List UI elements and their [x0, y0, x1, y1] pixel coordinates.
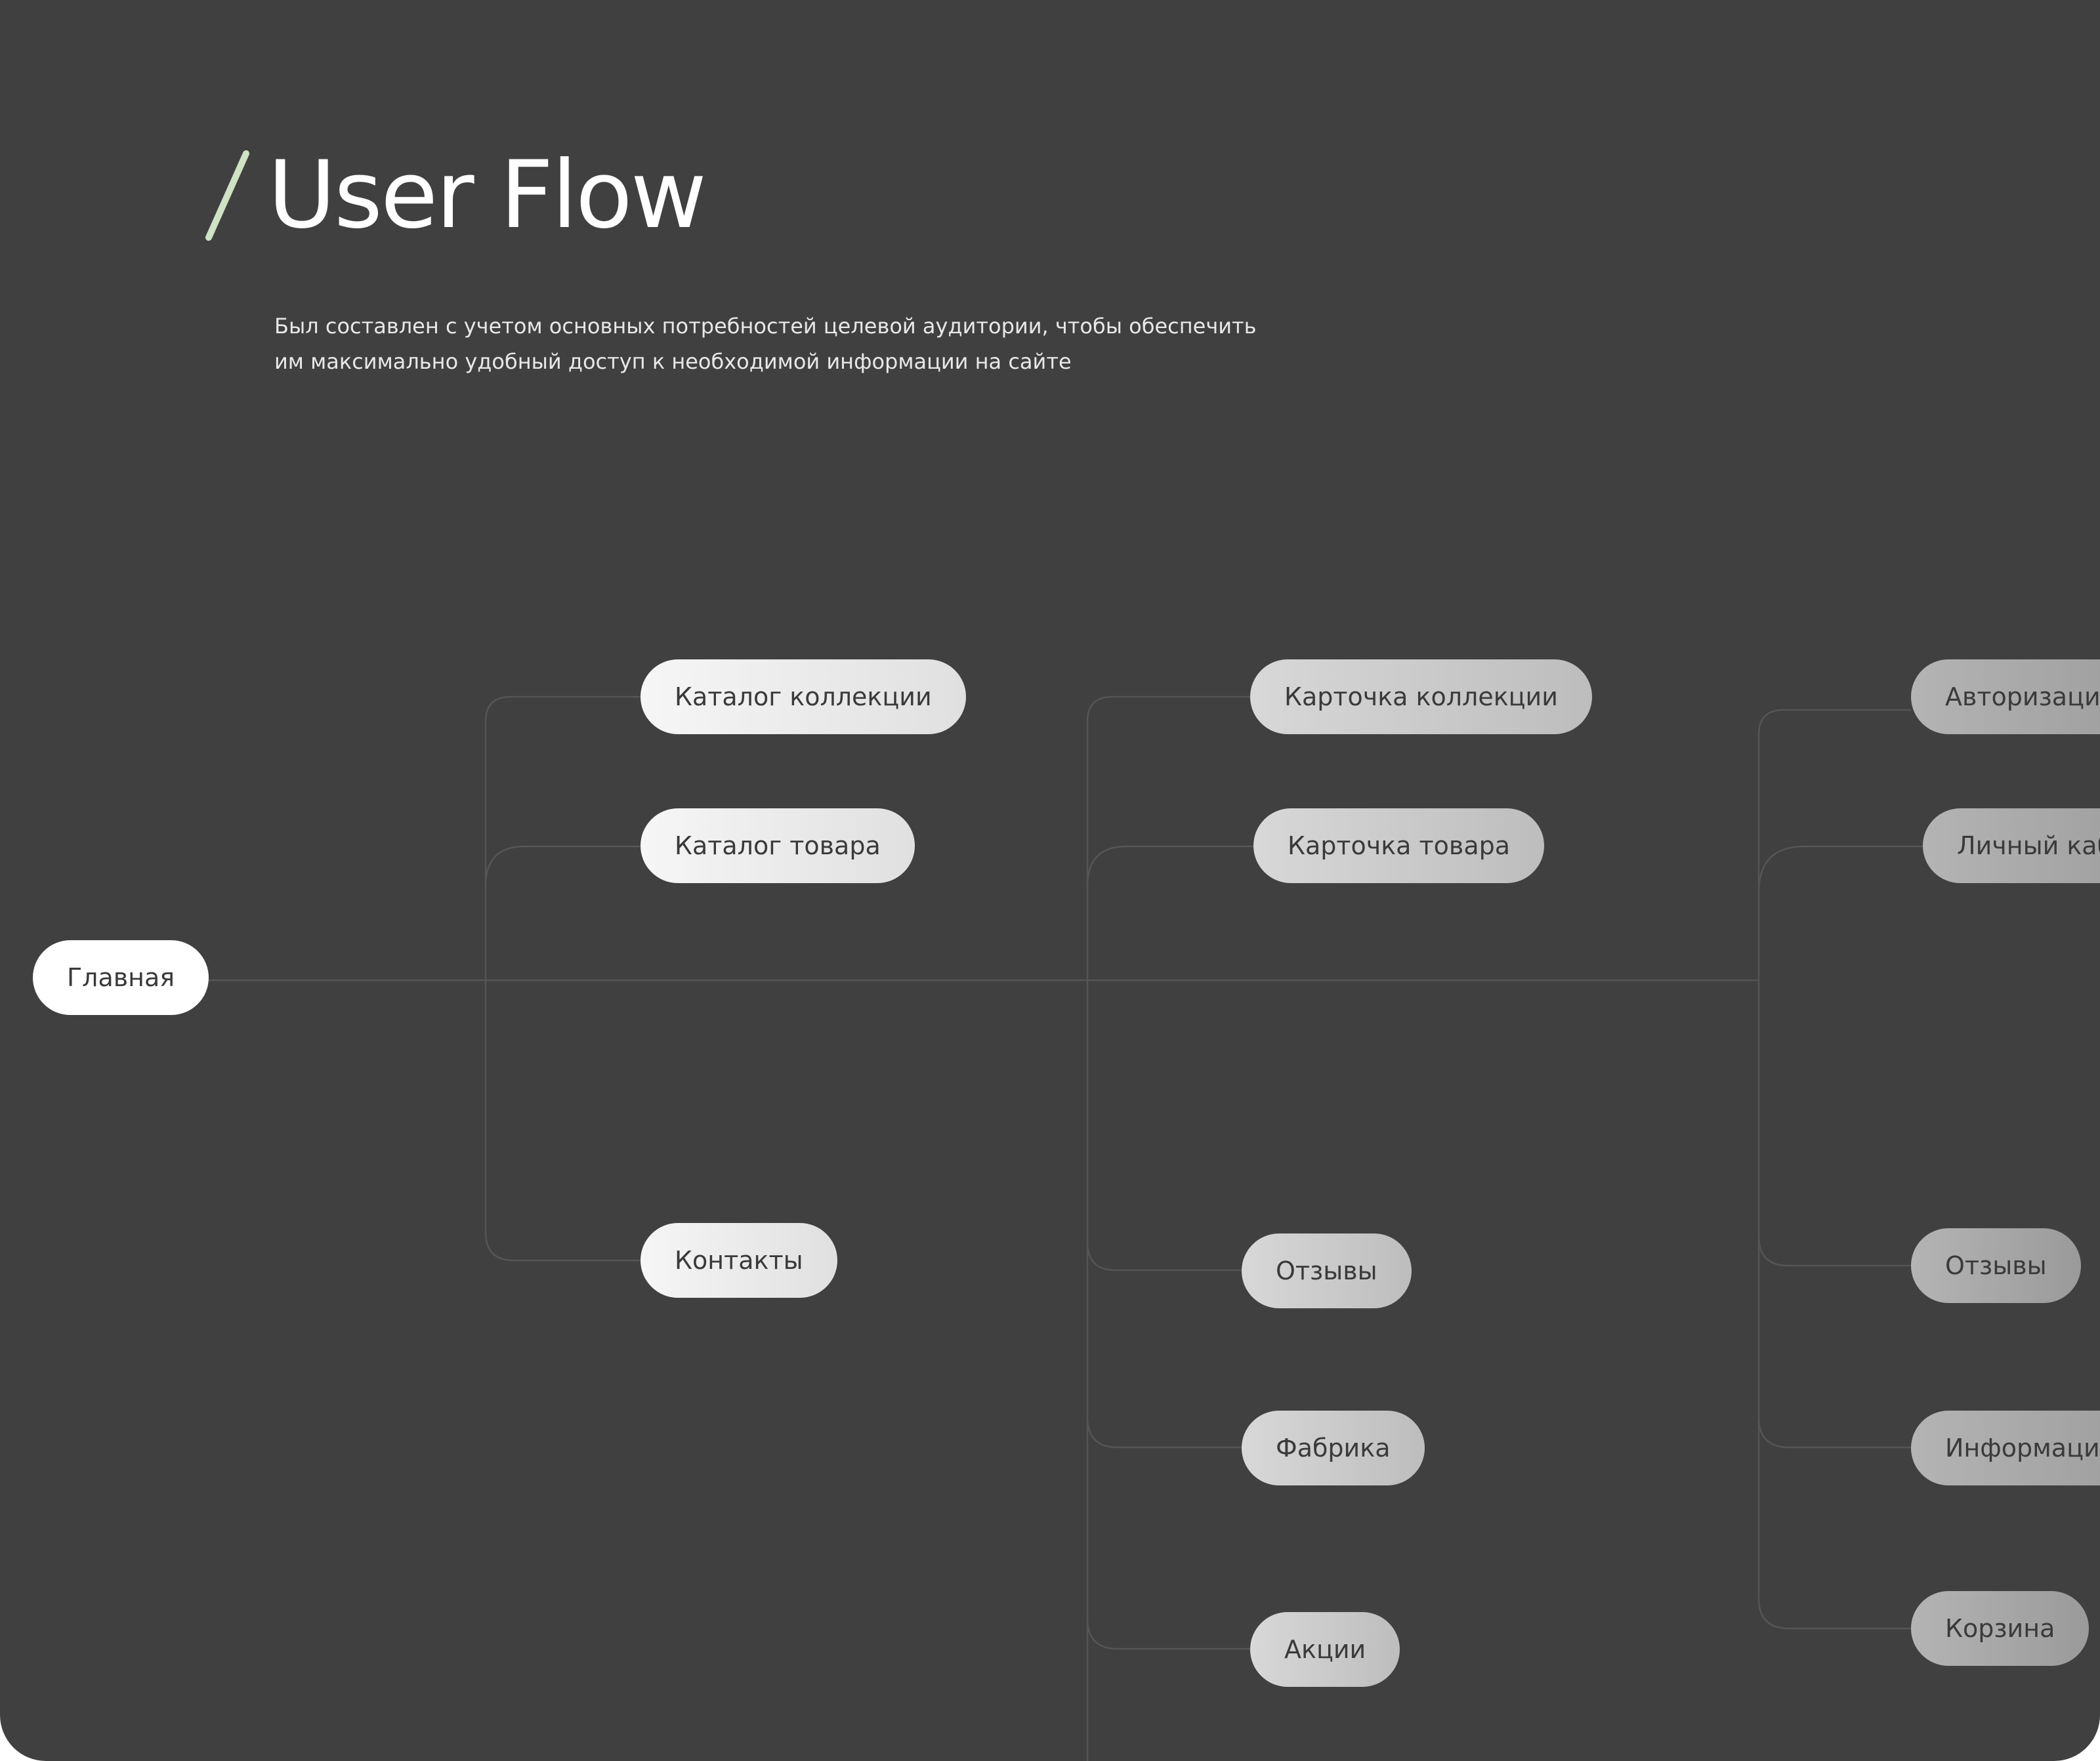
node-catalog-collection[interactable]: Каталог коллекции: [640, 659, 966, 734]
connector-auth: [1757, 709, 1911, 1598]
connector-account: [1757, 845, 1923, 893]
node-authorization[interactable]: Авторизация: [1911, 659, 2100, 734]
node-information[interactable]: Информация: [1911, 1411, 2100, 1485]
connector-collection-card: [1086, 695, 1250, 1761]
connector-promo: [1086, 1618, 1250, 1650]
node-promo[interactable]: Акции: [1250, 1612, 1400, 1687]
node-catalog-product[interactable]: Каталог товара: [640, 808, 915, 883]
node-home[interactable]: Главная: [33, 940, 209, 1015]
node-collection-card[interactable]: Карточка коллекции: [1250, 659, 1592, 734]
node-product-card[interactable]: Карточка товара: [1253, 808, 1545, 883]
page-title: User Flow: [268, 141, 707, 249]
connector-info: [1757, 1417, 1911, 1449]
connector-contacts: [484, 980, 643, 1262]
connector-cart: [1757, 1598, 1911, 1630]
connector-factory: [1086, 1417, 1242, 1449]
node-factory[interactable]: Фабрика: [1242, 1411, 1425, 1485]
node-reviews[interactable]: Отзывы: [1242, 1233, 1412, 1308]
connector-reviews: [1086, 1241, 1242, 1272]
description-line: Был составлен с учетом основных потребно…: [274, 314, 1257, 339]
connector-reviews-3: [1757, 1235, 1911, 1267]
node-personal-account[interactable]: Личный кабинет: [1923, 808, 2100, 883]
connector-catalog-product: [484, 845, 643, 886]
page-description: Был составлен с учетом основных потребно…: [274, 308, 1390, 379]
title-slash-icon: [205, 150, 249, 241]
connector-catalog-collection: [484, 695, 643, 980]
description-line: им максимально удобный доступ к необходи…: [274, 349, 1072, 374]
node-contacts[interactable]: Контакты: [640, 1223, 837, 1298]
node-reviews-secondary[interactable]: Отзывы: [1911, 1228, 2081, 1303]
connector-product-card: [1086, 845, 1253, 886]
node-cart[interactable]: Корзина: [1911, 1591, 2090, 1666]
